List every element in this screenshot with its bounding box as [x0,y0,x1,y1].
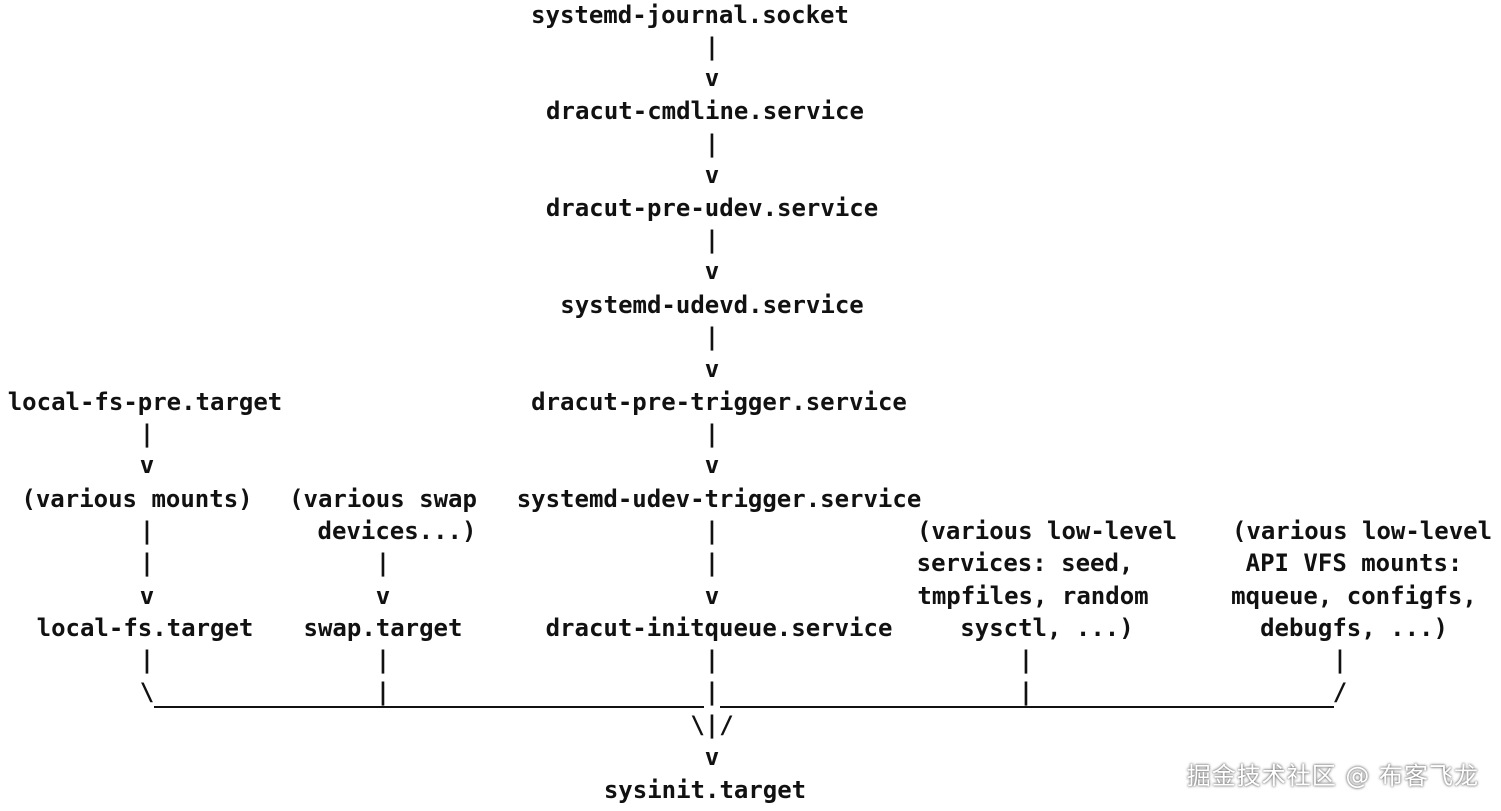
arrow-head: v [705,257,719,285]
arrow-head: v [376,582,390,610]
connector-pipe: | [705,130,719,158]
node-api-vfs-line2: API VFS mounts: [1246,549,1463,577]
arrow-head: v [705,451,719,479]
node-systemd-udevd: systemd-udevd.service [560,291,863,319]
node-api-vfs-line3: mqueue, configfs, [1231,582,1477,610]
node-sysinit-target: sysinit.target [604,776,806,804]
node-local-fs-pre: local-fs-pre.target [8,388,283,416]
connector-pipe: | [140,517,154,545]
connector-pipe: | [140,549,154,577]
node-swap-target: swap.target [304,614,463,642]
node-api-vfs-line1: (various low-level [1232,517,1492,545]
arrow-head: v [705,161,719,189]
arrow-head: v [705,355,719,383]
node-systemd-udev-trigger: systemd-udev-trigger.service [517,485,922,513]
node-various-mounts: (various mounts) [21,485,252,513]
connector-pipe: | [705,33,719,61]
connector-pipe: | [705,549,719,577]
node-lowlevel-services-line1: (various low-level [917,517,1177,545]
connector-pipe: | [376,678,390,706]
connector-pipe: | [705,646,719,674]
connector-pipe: | [376,549,390,577]
connector-pipe: | [376,646,390,674]
merge-glyph: \|/ [690,711,733,739]
connector-pipe: | [140,646,154,674]
connector-pipe: | [705,226,719,254]
arrow-head: v [140,582,154,610]
watermark-text: 掘金技术社区 @ 布客飞龙 [1186,762,1479,790]
arrow-head: v [705,582,719,610]
connector-pipe: | [705,323,719,351]
node-local-fs: local-fs.target [37,614,254,642]
arrow-head: v [705,64,719,92]
node-dracut-pre-udev: dracut-pre-udev.service [546,194,878,222]
node-dracut-pre-trigger: dracut-pre-trigger.service [531,388,907,416]
node-dracut-cmdline: dracut-cmdline.service [546,97,864,125]
connector-pipe: | [705,678,719,706]
arrow-head: v [140,451,154,479]
node-swap-devices-line2: devices...) [318,517,477,545]
node-lowlevel-services-line4: sysctl, ...) [960,614,1133,642]
node-dracut-initqueue: dracut-initqueue.service [546,614,893,642]
node-lowlevel-services-line3: tmpfiles, random [917,582,1148,610]
node-lowlevel-services-line2: services: seed, [917,549,1134,577]
arrow-head: v [705,743,719,771]
connector-pipe: | [705,420,719,448]
connector-pipe: | [1019,678,1033,706]
node-api-vfs-line4: debugfs, ...) [1260,614,1448,642]
connector-pipe: | [705,517,719,545]
connector-pipe: | [1333,646,1347,674]
connector-pipe: | [140,420,154,448]
connector-pipe: | [1019,646,1033,674]
connector-slash: / [1333,678,1347,706]
connector-backslash: \ [140,678,154,706]
node-systemd-journal-socket: systemd-journal.socket [531,1,849,29]
node-swap-devices-line1: (various swap [289,485,477,513]
